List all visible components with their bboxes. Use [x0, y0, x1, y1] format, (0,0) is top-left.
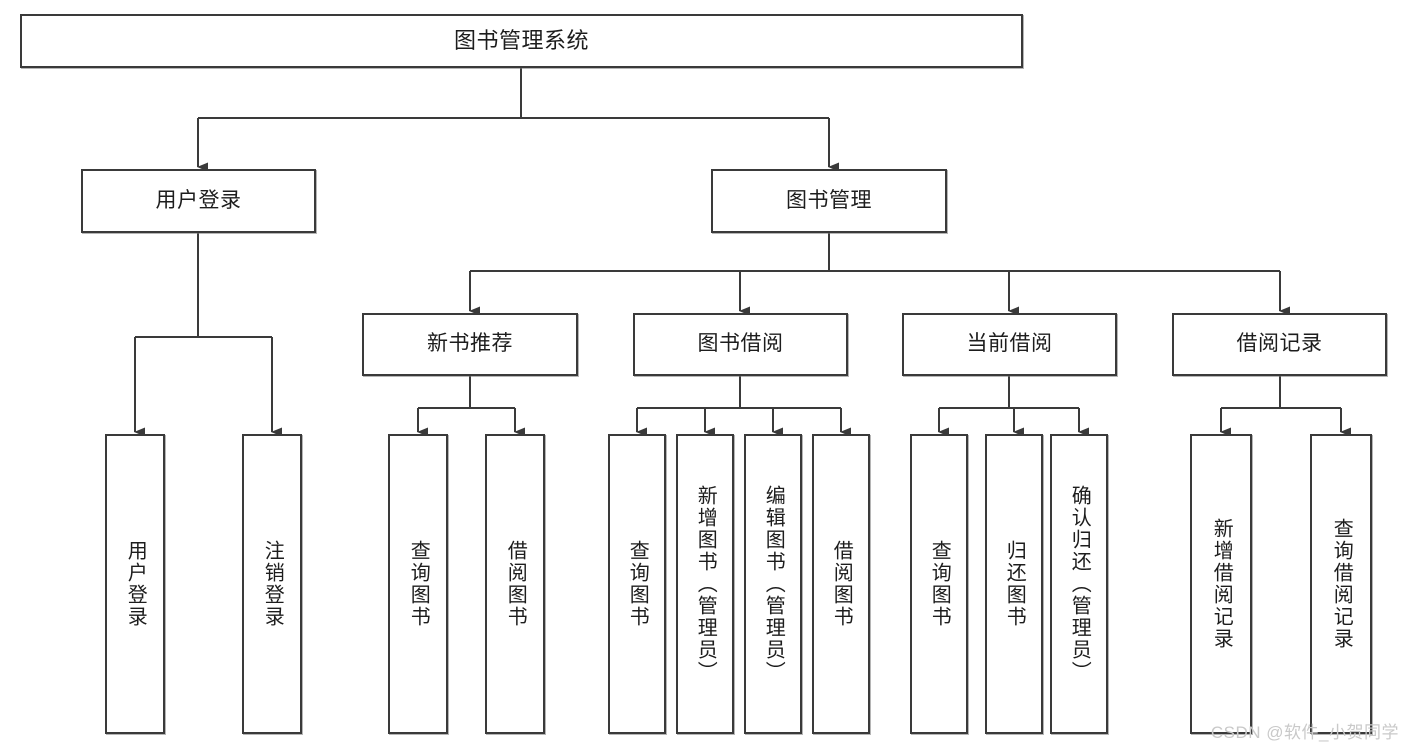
node-label-leaf-edit-book: 编辑图书（管理员）	[762, 485, 785, 683]
node-label-new-book-recommend: 新书推荐	[427, 332, 513, 356]
node-label-user-login: 用户登录	[155, 188, 242, 212]
node-leaf-edit-book[interactable]: 编辑图书（管理员）	[744, 434, 802, 734]
node-book-borrow[interactable]: 图书借阅	[633, 313, 848, 376]
node-leaf-query-book-3[interactable]: 查询图书	[910, 434, 968, 734]
node-leaf-borrow-book-2[interactable]: 借阅图书	[812, 434, 870, 734]
node-label-root: 图书管理系统	[453, 28, 589, 54]
node-leaf-query-record[interactable]: 查询借阅记录	[1310, 434, 1372, 734]
node-label-leaf-borrow-book-1: 借阅图书	[504, 540, 527, 628]
node-label-leaf-add-book: 新增图书（管理员）	[694, 485, 717, 683]
node-label-borrow-record: 借阅记录	[1236, 332, 1323, 356]
node-new-book-recommend[interactable]: 新书推荐	[362, 313, 578, 376]
node-leaf-query-book-2[interactable]: 查询图书	[608, 434, 666, 734]
node-label-leaf-user-login: 用户登录	[124, 540, 147, 628]
node-label-leaf-query-record: 查询借阅记录	[1330, 518, 1353, 650]
node-label-leaf-confirm-return: 确认归还（管理员）	[1068, 485, 1091, 683]
node-root[interactable]: 图书管理系统	[20, 14, 1023, 68]
node-leaf-add-book[interactable]: 新增图书（管理员）	[676, 434, 734, 734]
csdn-watermark: CSDN @软件_小贺同学	[1210, 723, 1399, 742]
node-book-manage[interactable]: 图书管理	[711, 169, 947, 233]
node-label-leaf-return-book: 归还图书	[1003, 540, 1026, 628]
node-label-leaf-query-book-3: 查询图书	[928, 540, 951, 628]
node-label-leaf-borrow-book-2: 借阅图书	[830, 540, 853, 628]
node-leaf-user-login[interactable]: 用户登录	[105, 434, 165, 734]
connector-lines	[133, 68, 1351, 437]
node-user-login[interactable]: 用户登录	[81, 169, 316, 233]
node-leaf-logout-login[interactable]: 注销登录	[242, 434, 302, 734]
node-label-leaf-query-book-2: 查询图书	[626, 540, 649, 628]
node-leaf-query-book-1[interactable]: 查询图书	[388, 434, 448, 734]
node-borrow-record[interactable]: 借阅记录	[1172, 313, 1387, 376]
node-leaf-borrow-book-1[interactable]: 借阅图书	[485, 434, 545, 734]
node-label-book-manage: 图书管理	[786, 188, 872, 212]
node-label-leaf-logout-login: 注销登录	[261, 540, 284, 628]
node-leaf-add-record[interactable]: 新增借阅记录	[1190, 434, 1252, 734]
node-label-leaf-query-book-1: 查询图书	[407, 540, 430, 628]
node-current-borrow[interactable]: 当前借阅	[902, 313, 1117, 376]
node-label-book-borrow: 图书借阅	[697, 332, 784, 356]
node-label-leaf-add-record: 新增借阅记录	[1210, 518, 1233, 650]
node-leaf-return-book[interactable]: 归还图书	[985, 434, 1043, 734]
node-leaf-confirm-return[interactable]: 确认归还（管理员）	[1050, 434, 1108, 734]
node-label-current-borrow: 当前借阅	[966, 332, 1053, 356]
